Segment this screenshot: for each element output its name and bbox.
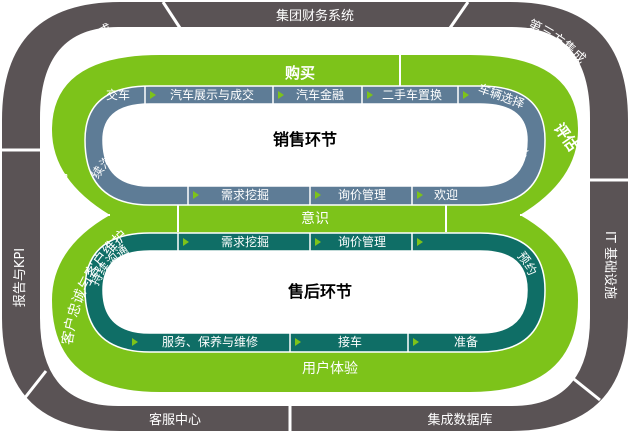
service-stage-maintenance: 服务、保养与维修 bbox=[162, 334, 258, 349]
service-loop-title: 售后环节 bbox=[288, 282, 352, 301]
service-stage-reception: 接车 bbox=[338, 334, 362, 349]
sales-stage-welcome: 欢迎 bbox=[434, 187, 458, 202]
band-label-experience: 用户体验 bbox=[302, 360, 358, 377]
sales-arrows bbox=[150, 91, 469, 199]
sales-stage-showroom: 汽车展示与成交 bbox=[170, 87, 254, 102]
sales-stage-delivery: 交车 bbox=[106, 87, 130, 102]
band-dividers bbox=[70, 55, 560, 232]
band-label-purchase: 购买 bbox=[285, 64, 315, 82]
service-stage-inquiry: 询价管理 bbox=[338, 234, 386, 249]
service-stage-prepare: 准备 bbox=[454, 335, 478, 349]
ring-label-right: IT 基础设施 bbox=[602, 231, 617, 299]
service-separators bbox=[177, 233, 413, 352]
sales-stage-finance: 汽车金融 bbox=[296, 87, 344, 102]
service-stage-needs-mining: 需求挖掘 bbox=[221, 234, 269, 249]
sales-loop-title: 销售环节 bbox=[273, 130, 337, 149]
band-label-awareness: 意识 bbox=[301, 210, 329, 227]
sales-inner bbox=[103, 104, 527, 186]
service-inner bbox=[103, 251, 527, 333]
sales-stage-trade-in: 二手车置换 bbox=[382, 87, 442, 102]
band-label-own: 拥有 bbox=[53, 170, 74, 203]
sales-stage-inquiry: 询价管理 bbox=[338, 187, 386, 202]
ring-label-top: 集团财务系统 bbox=[276, 8, 354, 24]
service-arrows bbox=[132, 238, 423, 346]
ring-label-left: 报告与KPI bbox=[13, 248, 28, 307]
ring-label-bottom-right: 集成数据库 bbox=[427, 412, 492, 428]
sales-separators bbox=[144, 86, 459, 205]
sales-stage-needs-mining: 需求挖掘 bbox=[221, 187, 269, 202]
ring-label-bottom-left: 客服中心 bbox=[149, 412, 201, 428]
